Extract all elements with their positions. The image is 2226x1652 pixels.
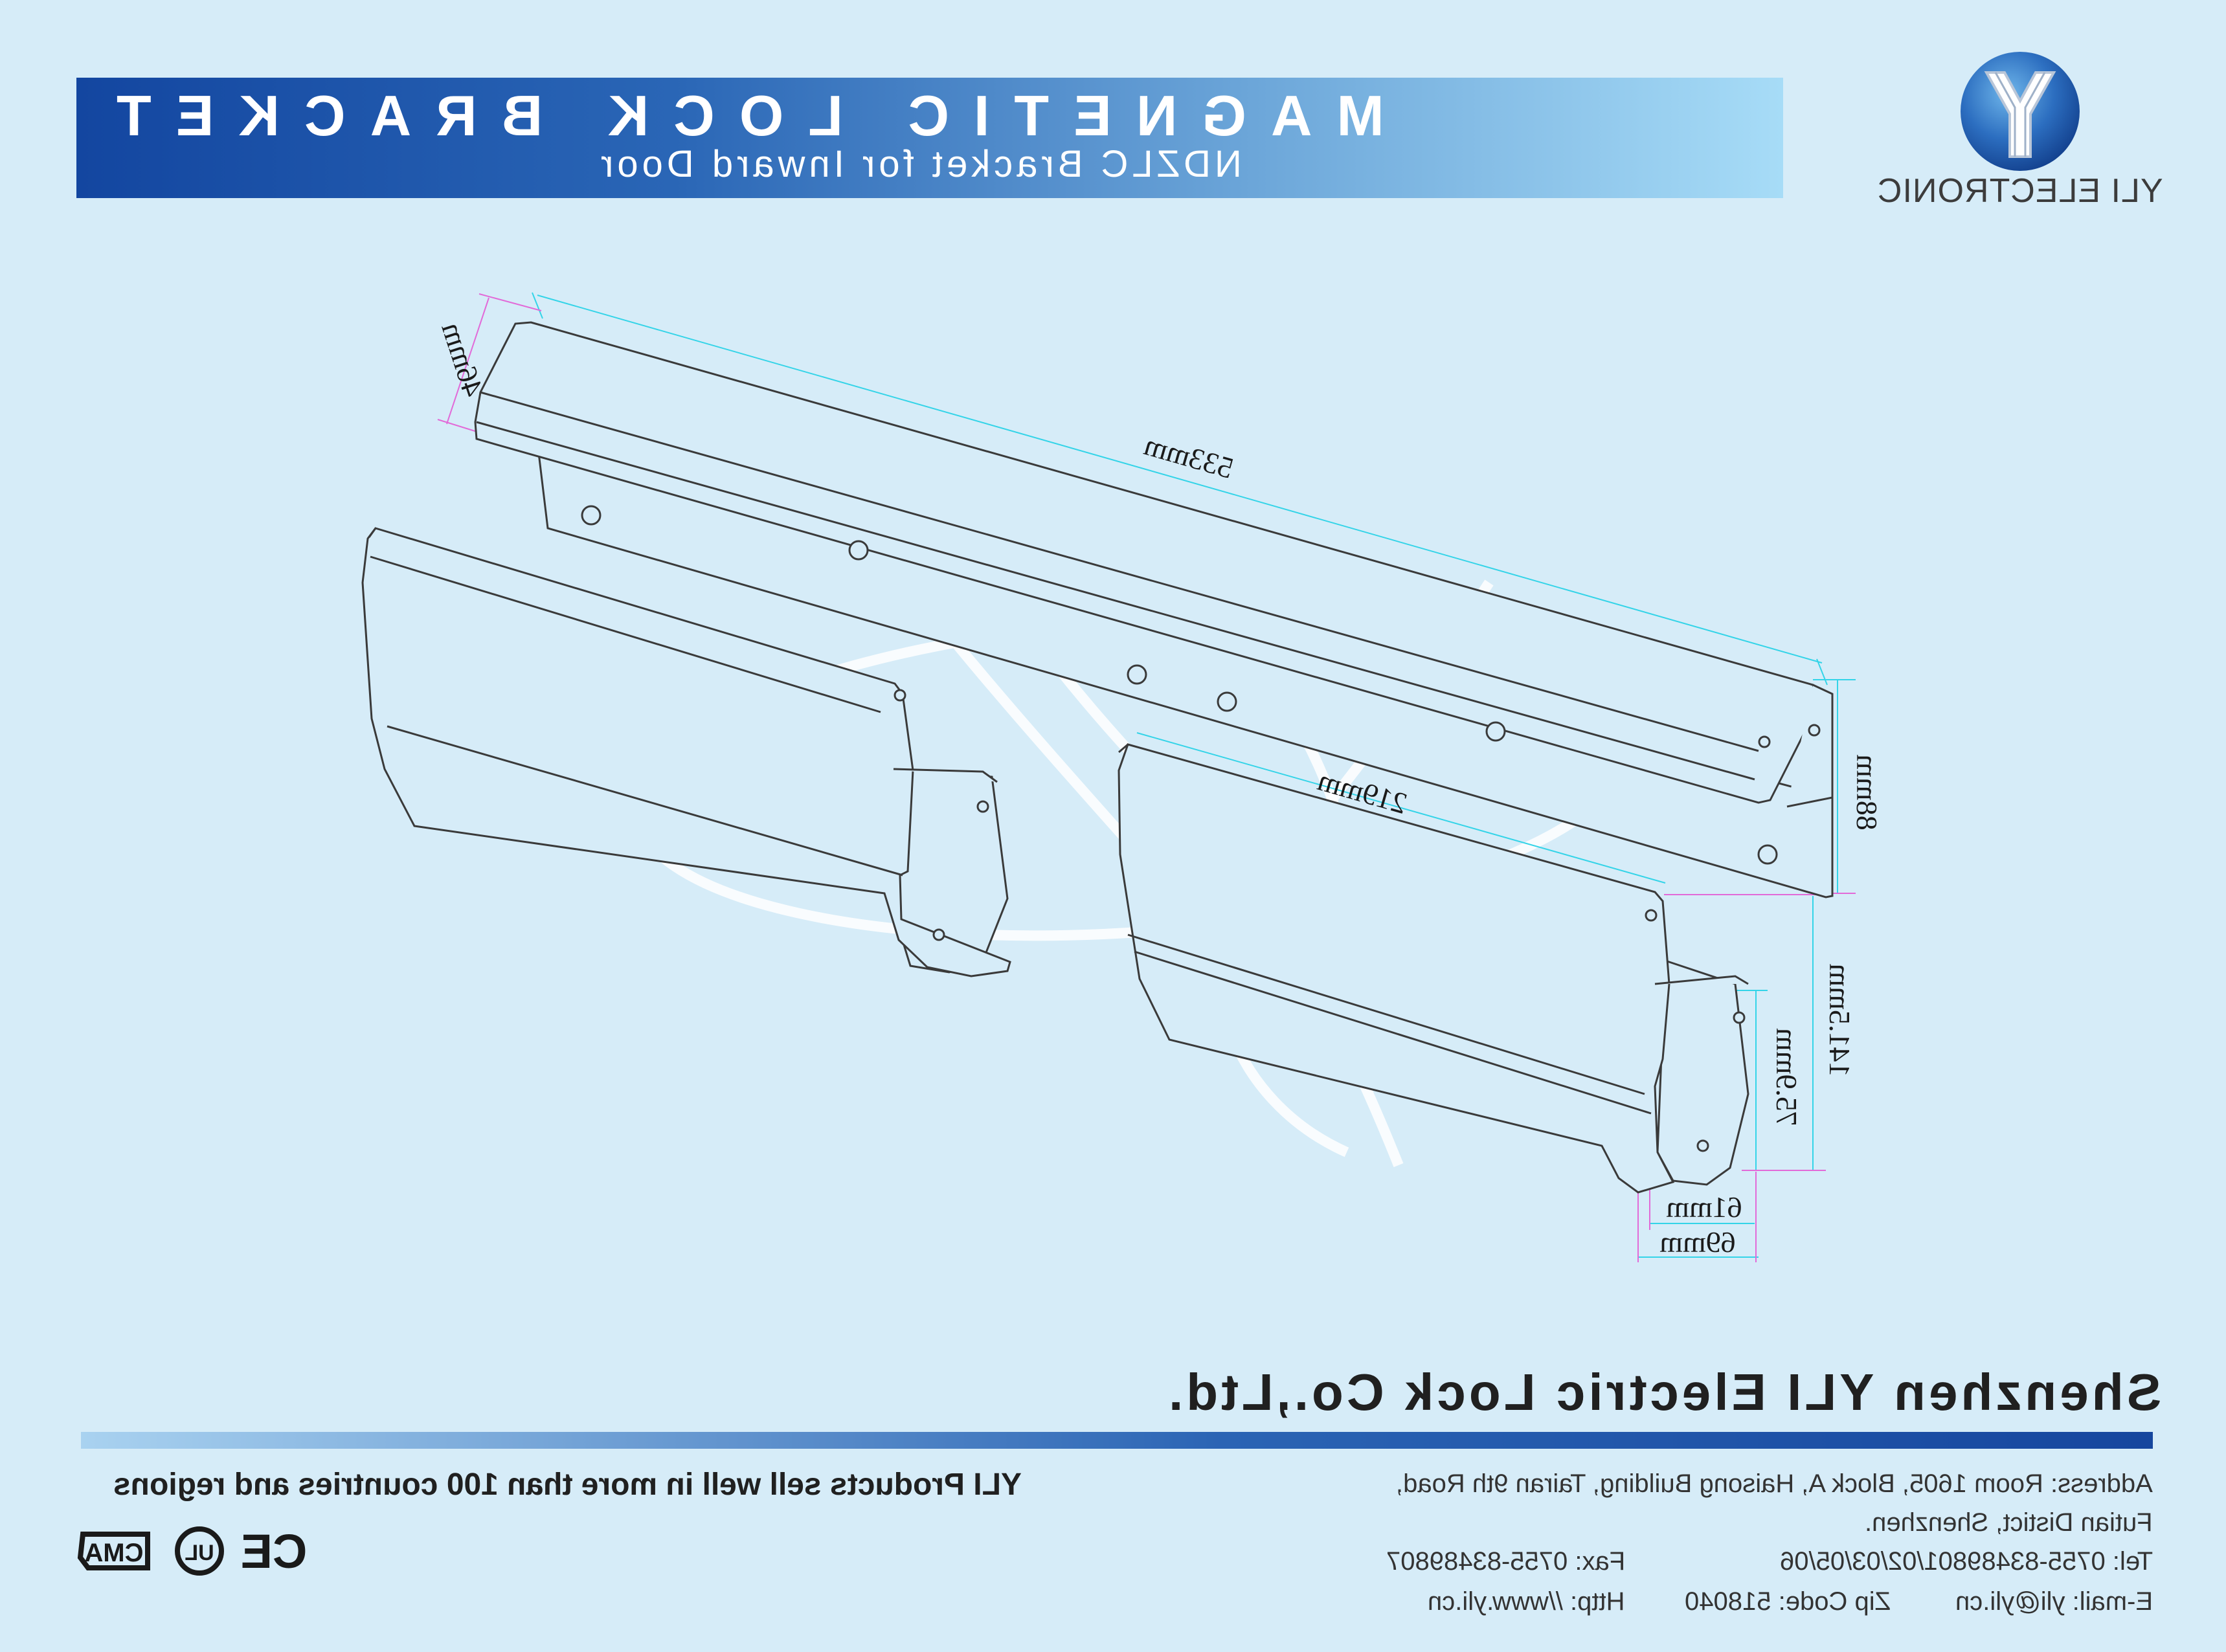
title-band: MAGNETIC LOCK BRACKET NDZLC Bracket for …: [76, 78, 1783, 198]
company-name: Shenzhen YLI Electric Lock Co.,Ltd.: [1165, 1363, 2161, 1422]
address-line-1: Address: Room 1605, Block A, Haisong Bui…: [1396, 1469, 2153, 1498]
tagline-text: YLI Products sell well in more than 100 …: [113, 1468, 1022, 1502]
certification-marks: CMA UL CE: [77, 1524, 308, 1578]
yli-globe-logo-icon: [1961, 52, 2080, 171]
tagline: YLI Products sell well in more than 100 …: [76, 1467, 1022, 1502]
cma-mark-icon: CMA: [77, 1532, 150, 1570]
dim-46mm: 46mm: [435, 318, 490, 401]
zip-code: Zip Code: 518040: [1684, 1587, 1891, 1616]
website-url: Http: //www.yli.cn: [1428, 1587, 1625, 1616]
dim-533mm: 533mm: [1140, 428, 1237, 485]
dimension-lines: [437, 292, 1856, 1262]
email-address: E-mail: yli@yli.cn: [1955, 1587, 2153, 1616]
footer-divider-bar: [81, 1432, 2153, 1449]
dim-61mm: 61mm: [1666, 1190, 1742, 1223]
dim-75-9mm: 75.9mm: [1770, 1028, 1803, 1126]
ul-mark-icon: UL: [175, 1526, 224, 1576]
company-logo: YLI ELECTRONIC: [1858, 39, 2182, 214]
address-line-2: Futian Distict, Shenzhen.: [1865, 1508, 2153, 1537]
dim-141-5mm: 141.5mm: [1823, 963, 1856, 1077]
right-bracket: [1118, 743, 1749, 1194]
bracket-technical-drawing: 533mm 46mm 88mm 219mm 141.5mm 75.9mm 61m…: [361, 292, 1883, 1262]
top-bracket: [474, 321, 1834, 899]
left-bracket: [361, 527, 1011, 977]
dim-69mm: 69mm: [1659, 1225, 1736, 1258]
dim-88mm: 88mm: [1850, 754, 1883, 831]
tel-number: Tel: 0755-83489801/02/03/05/06: [1779, 1547, 2153, 1576]
svg-text:CE: CE: [241, 1524, 308, 1578]
ce-mark-icon: CE: [241, 1524, 308, 1578]
svg-text:UL: UL: [185, 1541, 214, 1565]
svg-text:CMA: CMA: [84, 1539, 143, 1567]
company-name-text: Shenzhen YLI Electric Lock Co.,Ltd.: [1165, 1363, 2162, 1421]
fax-number: Fax: 0755-83489807: [1386, 1547, 1625, 1576]
